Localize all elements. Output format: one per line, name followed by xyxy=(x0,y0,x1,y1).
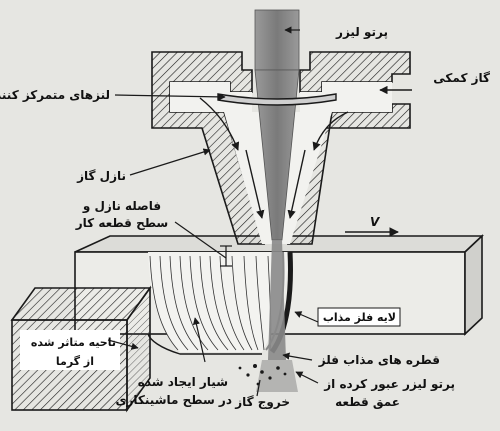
focusing-lens-label: لنزهای متمرکز کننده xyxy=(0,88,110,102)
velocity-indicator: V xyxy=(345,215,399,237)
heat-affected-block xyxy=(10,285,152,413)
assist-gas-label: گاز کمکی xyxy=(433,71,490,85)
velocity-label: V xyxy=(370,215,381,229)
block-top-face xyxy=(10,287,152,321)
workpiece-side-face xyxy=(464,234,483,336)
exit-beam-label-2: عمق قطعه xyxy=(335,395,400,409)
leader-lines xyxy=(107,26,319,397)
nozzle-distance-label-2: سطح قطعه کار xyxy=(75,216,168,230)
text-labels: پرتو لیزر لنزهای متمرکز کننده گاز کمکی ن… xyxy=(0,25,490,410)
kerf-label-1: شیار ایجاد شده xyxy=(138,375,228,389)
gas-exit-label: خروج گاز xyxy=(234,395,290,410)
exit-beam-label-1: پرتو لیزر عبور کرده از xyxy=(323,377,455,392)
laser-beam xyxy=(254,9,300,392)
molten-layer-label: لایه فلز مذاب xyxy=(323,311,396,324)
molten-layer-label-box xyxy=(317,307,401,327)
focusing-lens xyxy=(217,93,337,106)
heat-zone-label-1: ناحیه متاثر شده xyxy=(31,336,116,349)
kerf-label-2: در سطح ماشینکاری xyxy=(116,393,232,407)
exit-beam xyxy=(256,360,298,392)
molten-drops xyxy=(238,364,287,386)
gas-flow-arrows xyxy=(199,85,412,219)
molten-drops-label: قطره های مذاب فلز xyxy=(318,353,440,367)
nozzle-distance-label-1: فاصله نازل و xyxy=(82,199,161,214)
laser-beam-label: پرتو لیزر xyxy=(335,25,388,40)
heat-zone-label-2: از گرما xyxy=(56,355,94,368)
gas-nozzle-label: نازل گاز xyxy=(76,169,126,183)
